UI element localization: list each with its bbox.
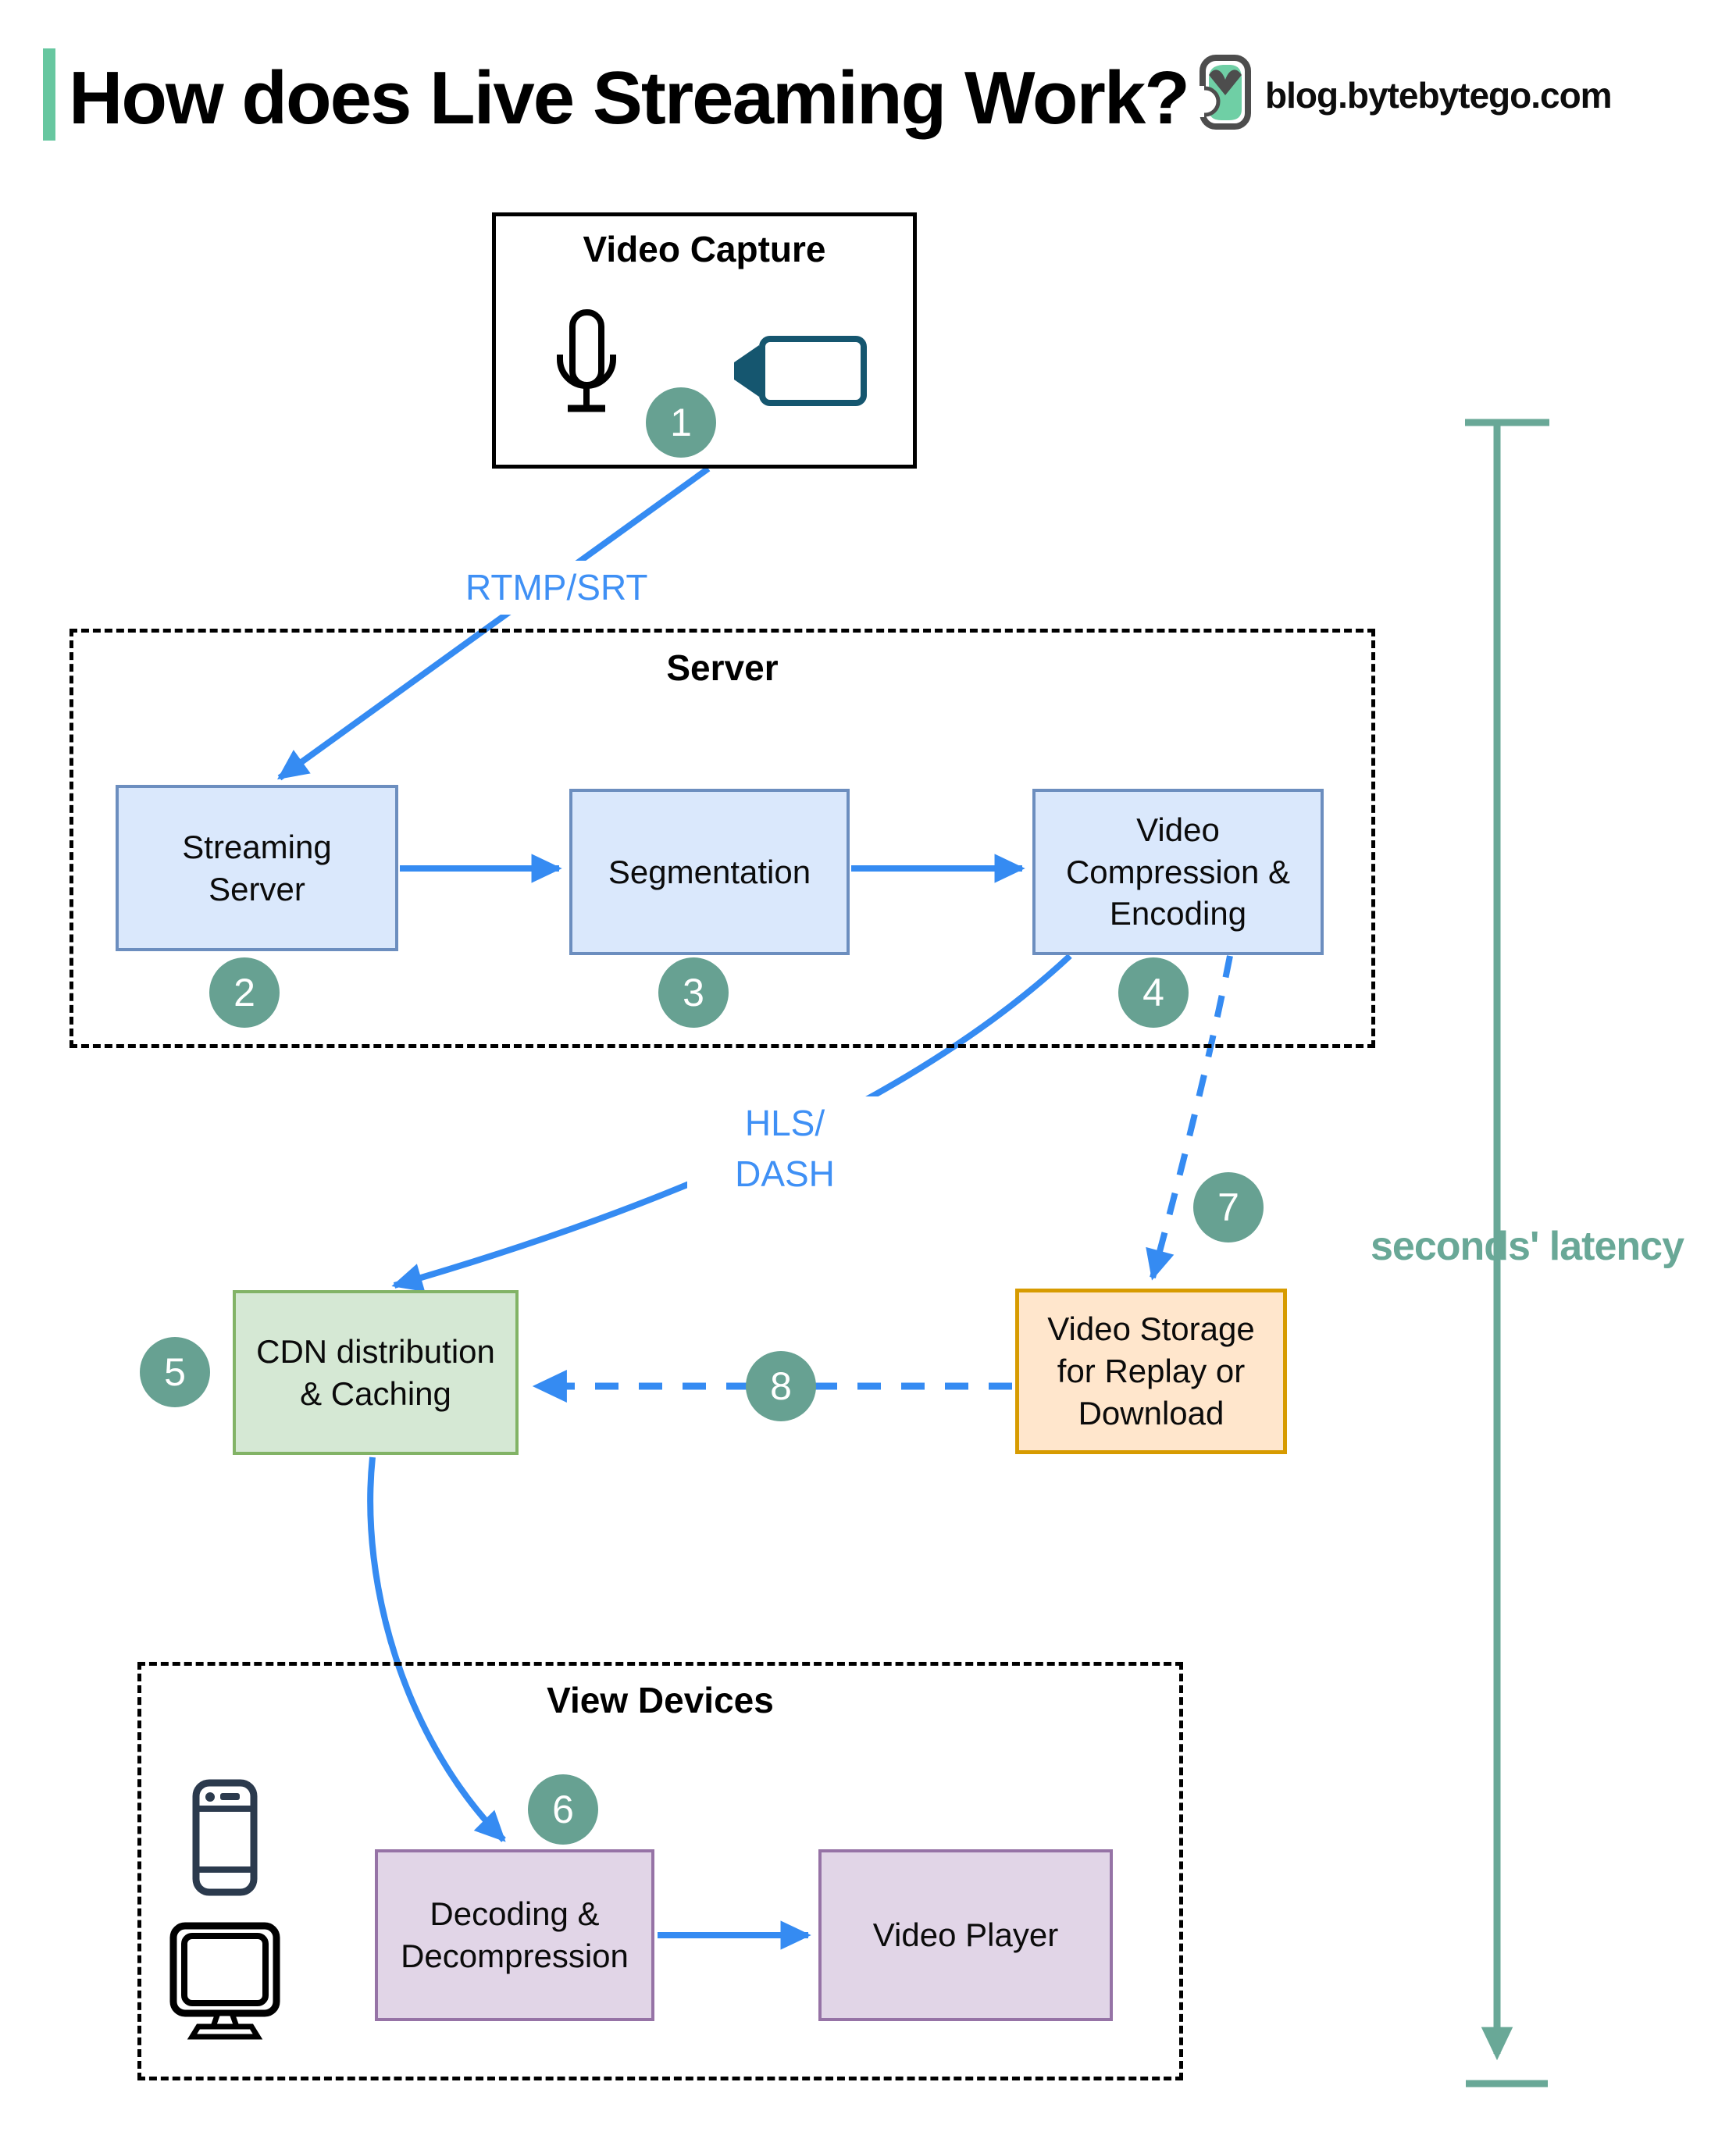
video-capture-title: Video Capture [583,229,826,269]
step-badge-7: 7 [1193,1172,1264,1242]
edge-label-hls-dash: HLS/ DASH [687,1096,882,1202]
node-video-storage[interactable]: Video Storage for Replay or Download [1015,1289,1287,1454]
page-title: How does Live Streaming Work? [69,56,1190,140]
latency-label: seconds' latency [1371,1224,1684,1269]
latency-measure-line [1465,419,1549,2087]
title-accent-bar [43,48,55,141]
bytebytego-logo [1200,55,1251,130]
node-video-compression[interactable]: Video Compression & Encoding [1032,789,1324,955]
microphone-icon [557,309,616,412]
server-title: Server [666,647,779,688]
monitor-icon [169,1922,280,2040]
node-decoding[interactable]: Decoding & Decompression [375,1849,654,2021]
node-streaming-server[interactable]: Streaming Server [116,785,398,951]
edge-compression-to-storage [1146,955,1233,1281]
video-capture-container [492,212,917,469]
edge-cdn-to-decoding [367,1456,506,1842]
server-container [70,629,1375,1048]
step-badge-4: 4 [1118,957,1189,1028]
node-segmentation[interactable]: Segmentation [569,789,850,955]
video-camera-icon [734,336,867,406]
step-badge-1: 1 [646,387,716,458]
site-url[interactable]: blog.bytebytego.com [1265,75,1613,116]
node-cdn[interactable]: CDN distribution & Caching [233,1290,519,1455]
view-devices-container [137,1662,1183,2080]
edge-capture-to-streaming-server [276,465,711,781]
edge-label-rtmp: RTMP/SRT [458,561,656,615]
step-badge-6: 6 [528,1774,598,1845]
step-badge-3: 3 [658,957,729,1028]
step-badge-2: 2 [209,957,280,1028]
step-badge-8: 8 [746,1351,816,1421]
step-badge-5: 5 [140,1337,210,1407]
view-devices-title: View Devices [547,1680,774,1720]
node-video-player[interactable]: Video Player [818,1849,1113,2021]
smartphone-icon [192,1779,258,1896]
